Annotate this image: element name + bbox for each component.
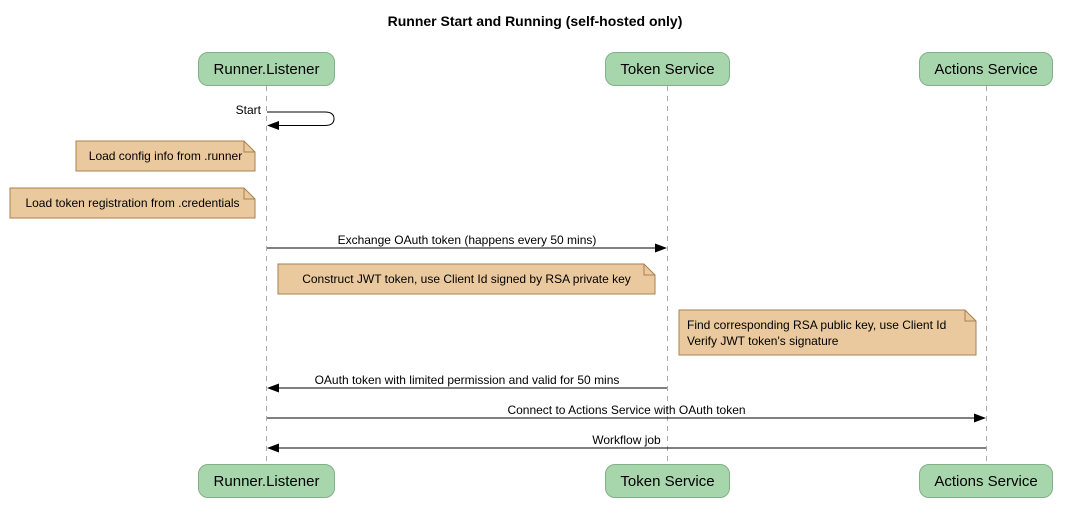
participant-token-service-top: Token Service	[605, 52, 730, 86]
note-construct-jwt-shape	[277, 263, 656, 295]
message-label-connect-actions: Connect to Actions Service with OAuth to…	[507, 403, 746, 417]
note-load-config-shape	[75, 140, 256, 172]
note-load-token-fold	[243, 188, 255, 200]
arrow-exchange-oauth-head	[655, 243, 667, 253]
note-find-rsa-shape	[678, 309, 977, 356]
message-label-oauth-return: OAuth token with limited permission and …	[314, 373, 620, 387]
note-load-config-fold	[243, 141, 255, 153]
diagram-title: Runner Start and Running (self-hosted on…	[387, 13, 683, 29]
arrow-oauth-return-head	[267, 383, 279, 393]
note-construct-jwt-fold	[643, 264, 655, 276]
participant-runner-listener-bottom: Runner.Listener	[198, 464, 335, 498]
note-construct-jwt: Construct JWT token, use Client Id signe…	[302, 272, 631, 286]
note-load-config: Load config info from .runner	[88, 149, 243, 163]
note-load-token-shape	[9, 187, 256, 219]
note-find-rsa-fold	[964, 310, 976, 322]
participant-actions-service-bottom: Actions Service	[919, 464, 1053, 498]
note-find-rsa: Find corresponding RSA public key, use C…	[687, 317, 947, 348]
message-label-exchange-oauth: Exchange OAuth token (happens every 50 m…	[337, 233, 597, 247]
arrow-connect-actions-head	[974, 413, 986, 423]
self-arrow-start-head	[267, 121, 279, 130]
participant-runner-listener-top: Runner.Listener	[198, 52, 335, 86]
note-load-token: Load token registration from .credential…	[25, 196, 240, 210]
arrow-workflow-job-head	[267, 443, 279, 453]
participant-actions-service-top: Actions Service	[919, 52, 1053, 86]
self-arrow-start	[267, 111, 335, 126]
message-label-workflow-job: Workflow job	[592, 433, 661, 447]
participant-token-service-bottom: Token Service	[605, 464, 730, 498]
message-label-start: Start	[235, 103, 261, 117]
